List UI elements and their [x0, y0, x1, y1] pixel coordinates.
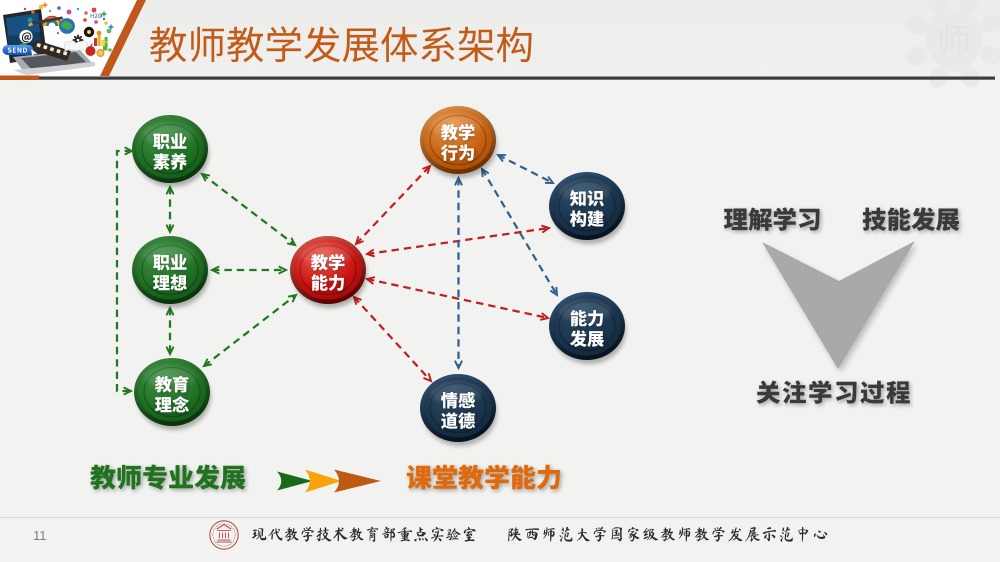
svg-text:11: 11: [33, 528, 47, 543]
